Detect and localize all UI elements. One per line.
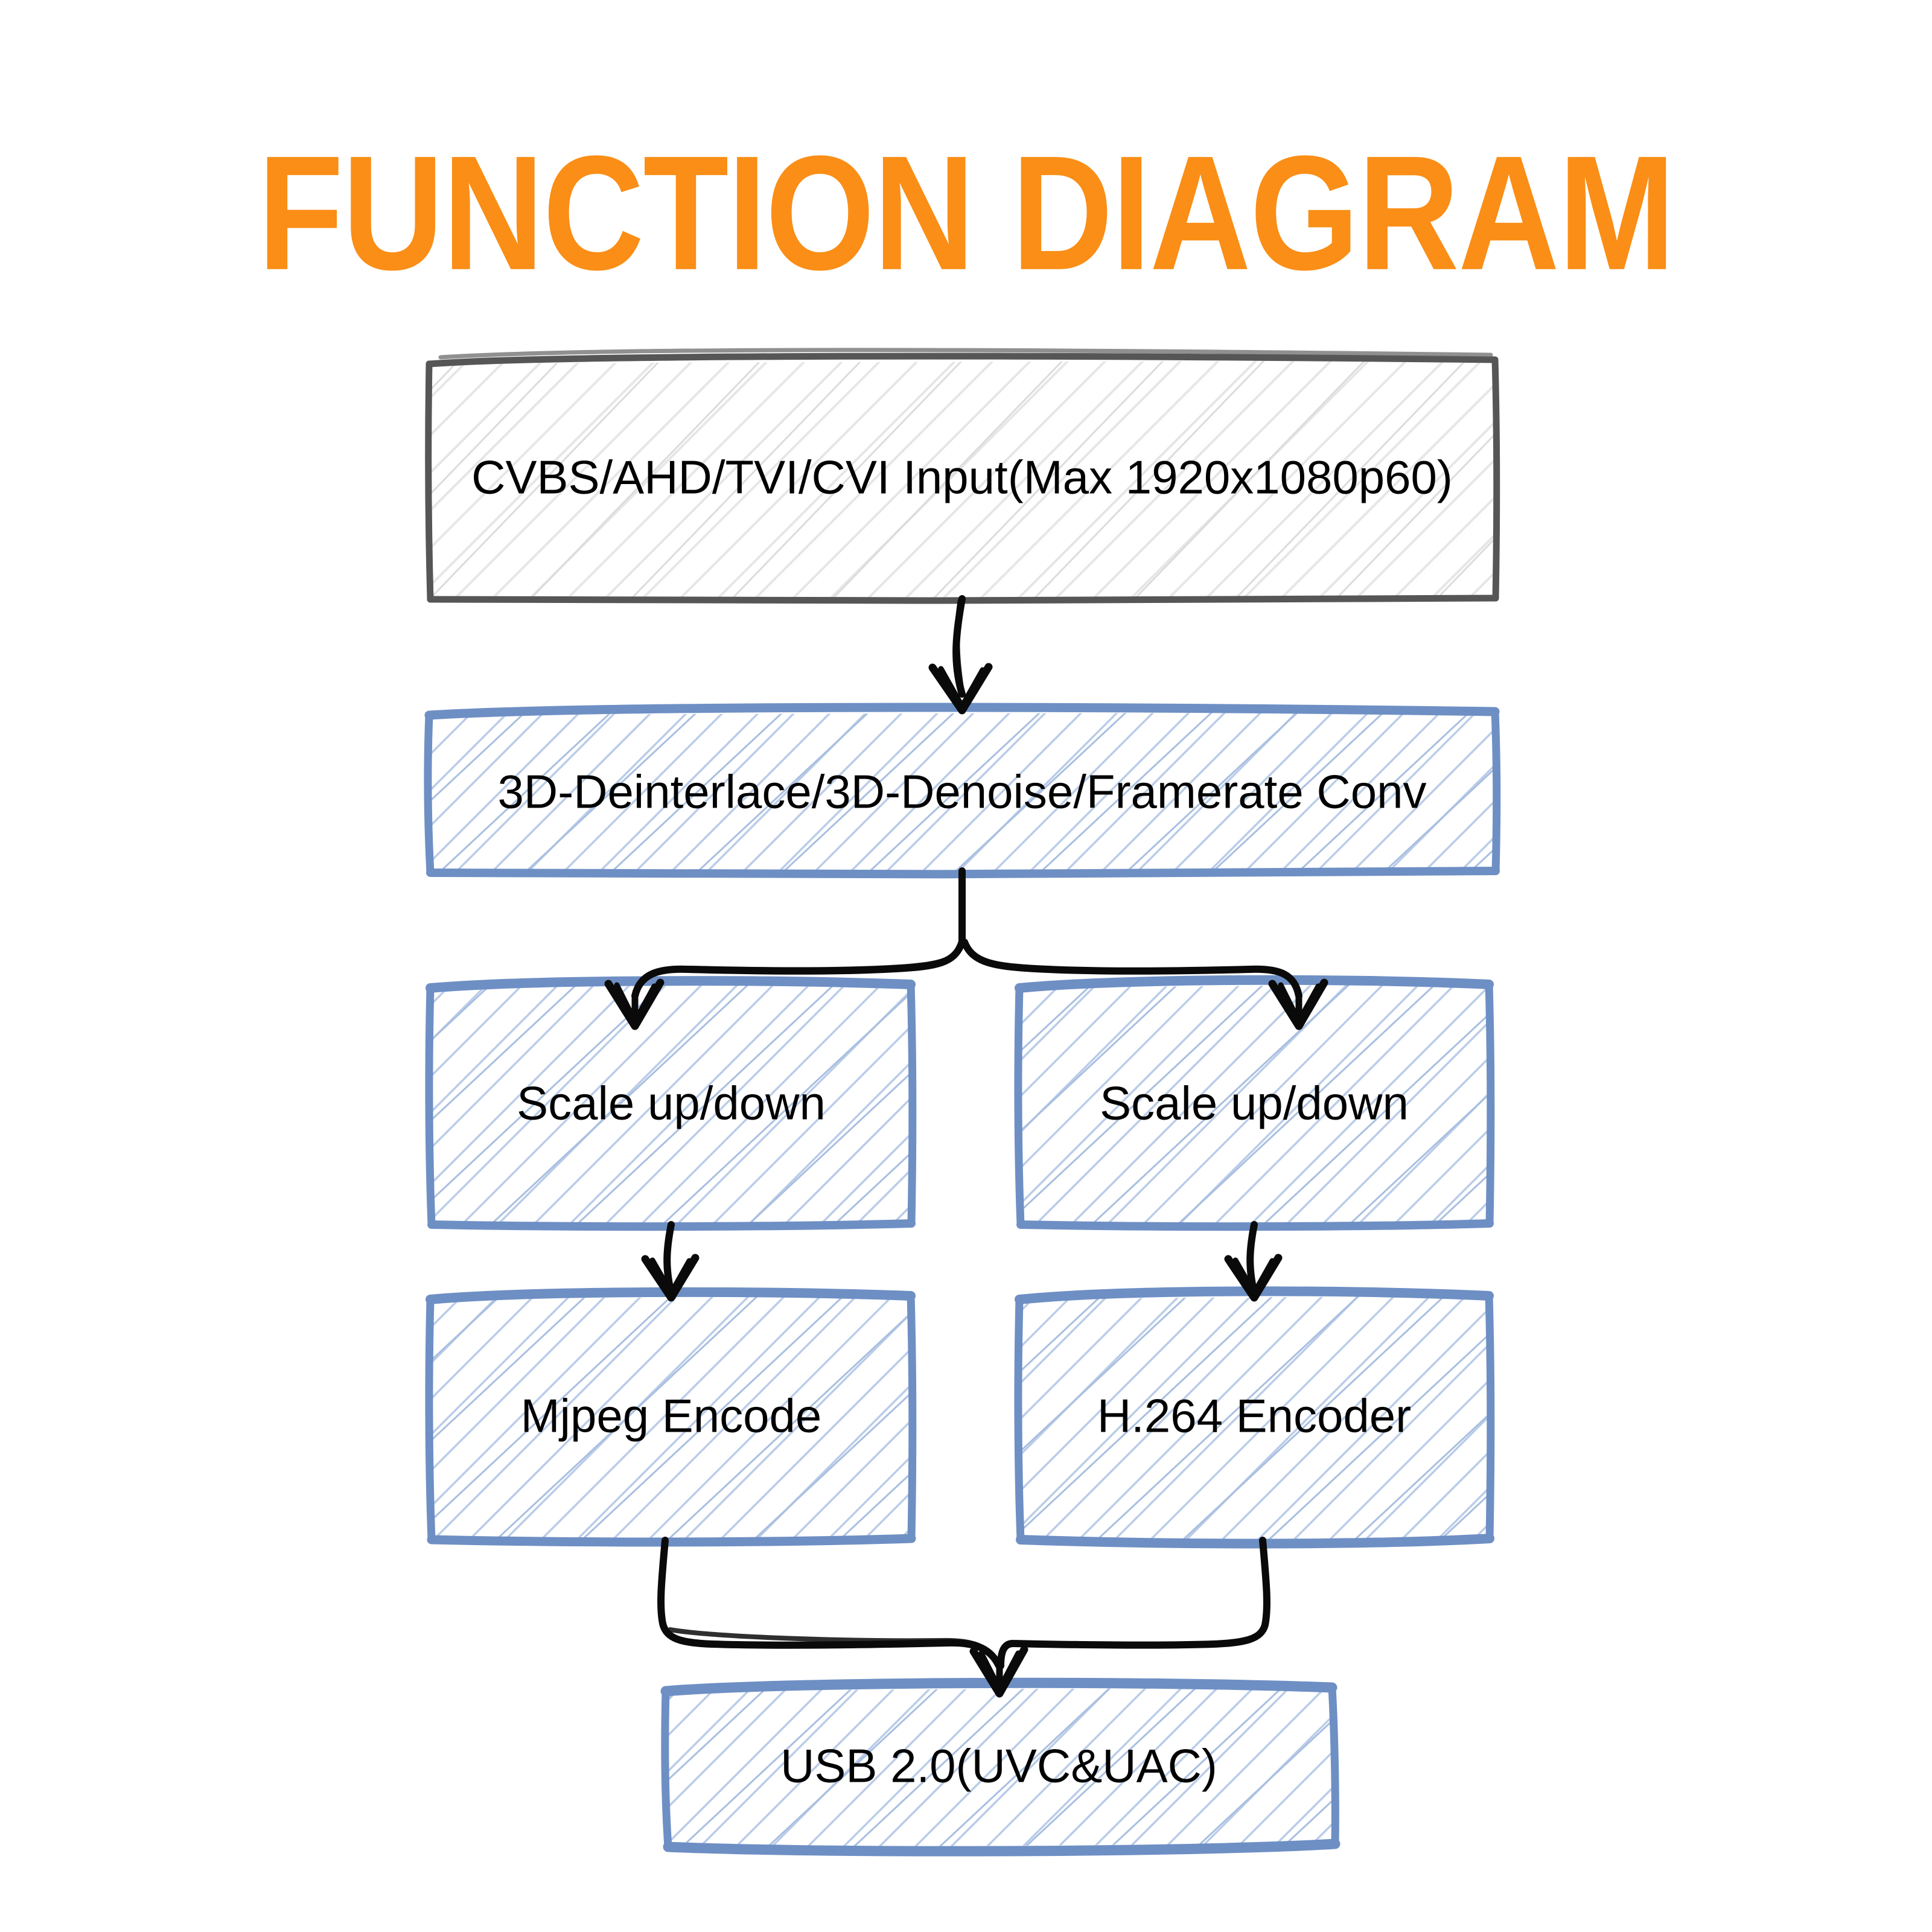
- edge-scale-left-to-mjpeg: [641, 1221, 700, 1302]
- edge-scale-right-to-h264-arrowhead: [1224, 1254, 1283, 1302]
- node-usb-border-right: [1328, 1683, 1339, 1848]
- edge-merge-arrowhead-inner: [978, 1650, 1021, 1692]
- node-process-fill2: [430, 712, 1496, 873]
- node-process-label: 3D-Deinterlace/3D-Denoise/Framerate Conv: [498, 765, 1427, 818]
- node-usb-border-left: [661, 1687, 672, 1851]
- node-input-fill2: [430, 360, 1496, 600]
- node-scale-left[interactable]: Scale up/down: [425, 976, 917, 1231]
- node-mjpeg-border-bottom: [427, 1534, 916, 1547]
- edge-scale-right-to-h264: [1224, 1221, 1283, 1302]
- edge-input-to-process: [928, 595, 993, 715]
- node-input-border-left: [425, 360, 434, 603]
- node-scale-right-fill2: [1020, 984, 1490, 1225]
- edge-scale-right-to-h264-arrowhead-inner: [1232, 1257, 1275, 1296]
- edge-scale-left-to-mjpeg-arrowhead-inner: [649, 1257, 692, 1296]
- node-usb-border-top: [660, 1677, 1337, 1697]
- node-h264-border-right: [1485, 1292, 1495, 1543]
- edge-mjpeg-to-usb-line: [657, 1537, 1003, 1669]
- edge-process-split-left-sketch: [689, 940, 966, 972]
- node-process-border-left: [424, 711, 435, 877]
- edge-process-split-left-arrowhead: [604, 978, 665, 1030]
- node-usb[interactable]: USB 2.0(UVC&UAC): [660, 1677, 1341, 1857]
- node-h264[interactable]: H.264 Encoder: [1014, 1286, 1495, 1549]
- edge-process-split: [604, 867, 1328, 1030]
- edge-merge-arrowhead: [969, 1645, 1028, 1698]
- edge-h264-to-usb-line: [997, 1537, 1270, 1669]
- node-h264-border-left: [1014, 1295, 1025, 1544]
- node-mjpeg-border-left: [425, 1295, 436, 1544]
- node-h264-fill2: [1020, 1296, 1490, 1540]
- node-scale-left-border-left: [425, 984, 436, 1229]
- node-usb-border-bottom: [663, 1838, 1341, 1857]
- edge-scale-left-to-mjpeg-arrowhead: [641, 1254, 700, 1302]
- node-process-border-bottom: [426, 867, 1500, 879]
- edge-process-split-right-arrowhead: [1268, 978, 1328, 1030]
- node-scale-right-border-bottom: [1016, 1219, 1494, 1231]
- node-process-border-right: [1491, 707, 1501, 875]
- node-scale-left-fill2: [431, 984, 911, 1225]
- node-scale-right-label: Scale up/down: [1100, 1077, 1409, 1130]
- node-mjpeg-border-right: [907, 1292, 917, 1543]
- node-input-border-bottom: [427, 595, 1499, 604]
- edge-merge-sketch: [668, 1627, 999, 1666]
- node-h264-border-top: [1015, 1286, 1494, 1304]
- node-input[interactable]: CVBS/AHD/TVI/CVI Input(Max 1920x1080p60): [425, 348, 1500, 604]
- node-scale-right-border-right: [1485, 980, 1495, 1228]
- edge-input-to-process-arrowhead: [928, 663, 993, 715]
- node-mjpeg-fill2: [431, 1296, 911, 1540]
- node-scale-left-border-bottom: [427, 1219, 916, 1231]
- edge-input-to-process-arrowhead-inner: [938, 666, 986, 709]
- node-input-sketch-overdraw: [438, 348, 1493, 360]
- node-input-label: CVBS/AHD/TVI/CVI Input(Max 1920x1080p60): [471, 451, 1453, 504]
- node-input-border-top: [426, 352, 1499, 368]
- node-mjpeg[interactable]: Mjpeg Encode: [425, 1287, 917, 1547]
- edge-input-to-process-line-sketch: [954, 598, 965, 697]
- node-scale-right-border-left: [1014, 984, 1025, 1229]
- node-h264-label: H.264 Encoder: [1097, 1389, 1411, 1443]
- node-usb-fill2: [666, 1688, 1335, 1848]
- node-process[interactable]: 3D-Deinterlace/3D-Denoise/Framerate Conv: [424, 703, 1501, 879]
- node-input-border-right: [1491, 356, 1500, 602]
- page-title: FUNCTION DIAGRAM: [258, 121, 1675, 304]
- node-process-border-top: [424, 703, 1500, 720]
- edge-process-split-right-arrowhead-inner: [1278, 982, 1321, 1024]
- node-scale-left-border-top: [426, 976, 916, 993]
- node-h264-border-bottom: [1016, 1534, 1494, 1549]
- node-usb-label: USB 2.0(UVC&UAC): [780, 1739, 1217, 1793]
- edge-process-split-left-arrowhead-inner: [614, 982, 657, 1024]
- edge-merge-to-usb: [657, 1537, 1270, 1698]
- node-mjpeg-border-top: [426, 1287, 916, 1304]
- edge-process-split-right-branch: [961, 939, 1302, 999]
- node-scale-right-border-top: [1015, 975, 1494, 993]
- node-mjpeg-label: Mjpeg Encode: [521, 1389, 822, 1443]
- node-scale-left-border-right: [907, 980, 917, 1228]
- node-scale-right[interactable]: Scale up/down: [1014, 975, 1495, 1231]
- node-scale-left-label: Scale up/down: [517, 1077, 826, 1130]
